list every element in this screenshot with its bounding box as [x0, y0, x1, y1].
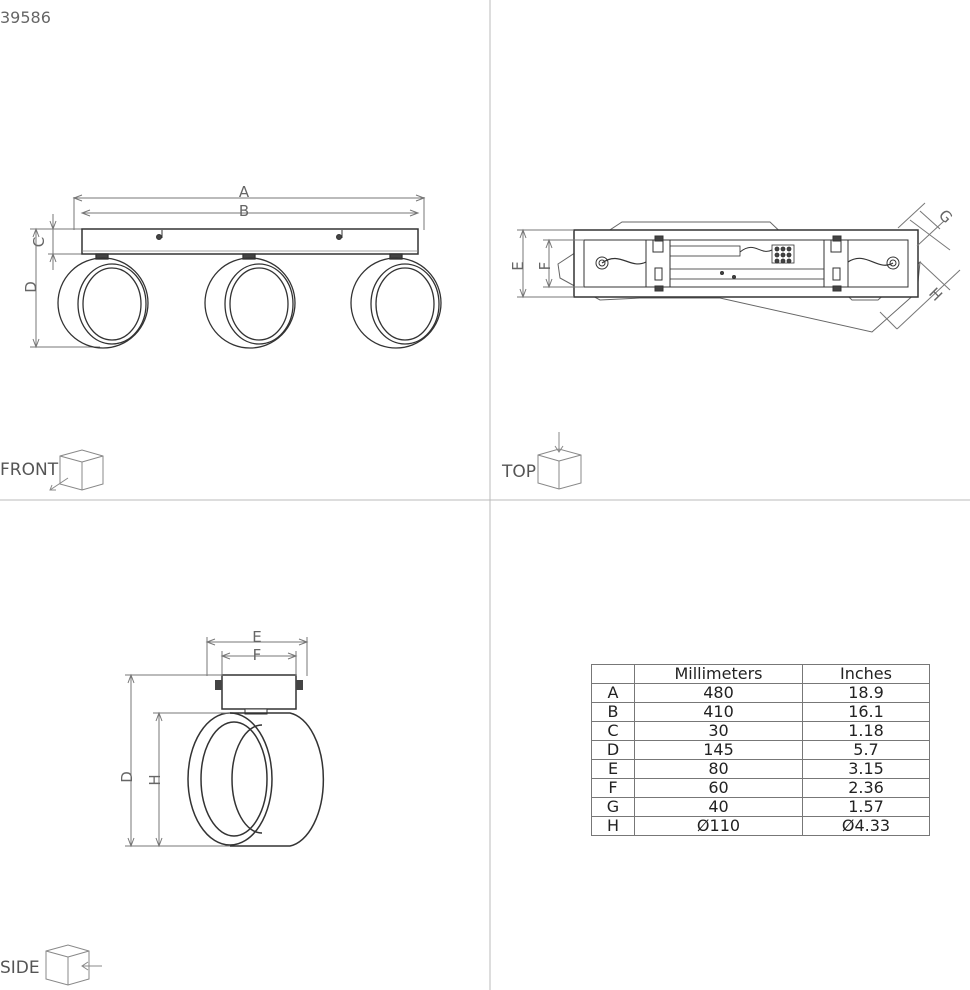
- top-view-cube-icon: [537, 432, 582, 490]
- wire-center: [739, 246, 773, 253]
- table-row: F 60 2.36: [591, 778, 930, 798]
- row-in: 1.57: [802, 797, 930, 817]
- row-in: 16.1: [802, 702, 930, 722]
- dimensions-table: Millimeters Inches A 480 18.9 B 410 16.1…: [591, 664, 930, 836]
- front-view: A B C: [22, 183, 442, 491]
- table-header-cell: Inches: [802, 664, 930, 684]
- row-label: A: [591, 683, 635, 703]
- row-label: H: [591, 816, 635, 836]
- mounting-bar: [81, 228, 419, 255]
- side-view-cube-icon: [45, 944, 102, 986]
- table-row: C 30 1.18: [591, 721, 930, 741]
- dimension-d: [30, 227, 100, 349]
- row-in: Ø4.33: [802, 816, 930, 836]
- row-mm: 30: [634, 721, 803, 741]
- side-view: E F D: [45, 628, 325, 986]
- cable-channel-lower: [669, 268, 825, 280]
- table-row: H Ø110 Ø4.33: [591, 816, 930, 836]
- row-mm: 60: [634, 778, 803, 798]
- label-e: E: [509, 261, 527, 270]
- row-label: D: [591, 740, 635, 760]
- row-in: 2.36: [802, 778, 930, 798]
- label-c: C: [30, 237, 48, 247]
- wire-left: [601, 257, 647, 265]
- spot-left: [57, 253, 149, 349]
- top-outer-frame: [573, 229, 919, 298]
- table-row: A 480 18.9: [591, 683, 930, 703]
- row-mm: 80: [634, 759, 803, 779]
- row-label: C: [591, 721, 635, 741]
- screw-right: [336, 234, 342, 240]
- row-label: E: [591, 759, 635, 779]
- row-label: F: [591, 778, 635, 798]
- side-view-label: SIDE: [0, 958, 40, 978]
- row-mm: 480: [634, 683, 803, 703]
- label-f: F: [536, 262, 554, 271]
- front-view-label: FRONT: [0, 460, 59, 480]
- dimension-h-top: [879, 261, 961, 330]
- label-d: D: [22, 281, 40, 293]
- front-view-cube-icon: [49, 449, 104, 491]
- row-mm: 40: [634, 797, 803, 817]
- dimension-a: [72, 194, 426, 230]
- table-header-row: Millimeters Inches: [591, 664, 930, 684]
- dimension-d-side: [125, 673, 230, 848]
- cable-channel-upper: [669, 245, 741, 257]
- top-bracket-left: [645, 235, 671, 292]
- table-row: G 40 1.57: [591, 797, 930, 817]
- product-code: 39586: [0, 8, 51, 27]
- label-a: A: [239, 183, 250, 201]
- top-view-label: TOP: [502, 462, 537, 482]
- side-spot: [187, 712, 325, 847]
- dimension-h-side: [153, 711, 230, 848]
- grommet-left: [595, 256, 609, 270]
- label-g: G: [935, 206, 956, 227]
- dimension-f-side: [220, 651, 298, 676]
- row-in: 18.9: [802, 683, 930, 703]
- dimension-f: [543, 238, 584, 289]
- top-bracket-right: [823, 235, 849, 292]
- label-b: B: [239, 202, 249, 220]
- top-inner-frame: [583, 239, 909, 288]
- top-view: E F G H: [509, 202, 961, 490]
- row-in: 3.15: [802, 759, 930, 779]
- row-mm: 410: [634, 702, 803, 722]
- table-row: D 145 5.7: [591, 740, 930, 760]
- dimension-e: [517, 228, 574, 299]
- label-h-top: H: [925, 284, 946, 305]
- row-mm: Ø110: [634, 816, 803, 836]
- wire-right: [847, 257, 894, 266]
- row-in: 1.18: [802, 721, 930, 741]
- label-d-side: D: [118, 771, 136, 783]
- spot-right: [350, 253, 442, 349]
- dimension-b: [80, 209, 420, 217]
- grommet-right: [886, 256, 900, 270]
- table-row: B 410 16.1: [591, 702, 930, 722]
- side-canopy: [221, 674, 297, 710]
- table-header-cell: Millimeters: [634, 664, 803, 684]
- screw-left: [156, 234, 162, 240]
- label-e-side: E: [252, 628, 261, 646]
- label-h-side: H: [146, 774, 164, 785]
- table-header-cell: [591, 664, 635, 684]
- terminal-block: [771, 244, 795, 264]
- row-label: B: [591, 702, 635, 722]
- row-mm: 145: [634, 740, 803, 760]
- dimension-g: [897, 202, 951, 251]
- label-f-side: F: [253, 646, 262, 664]
- spot-middle: [204, 253, 296, 349]
- dimension-e-side: [205, 637, 309, 676]
- table-row: E 80 3.15: [591, 759, 930, 779]
- dimension-c: [48, 214, 82, 270]
- row-label: G: [591, 797, 635, 817]
- row-in: 5.7: [802, 740, 930, 760]
